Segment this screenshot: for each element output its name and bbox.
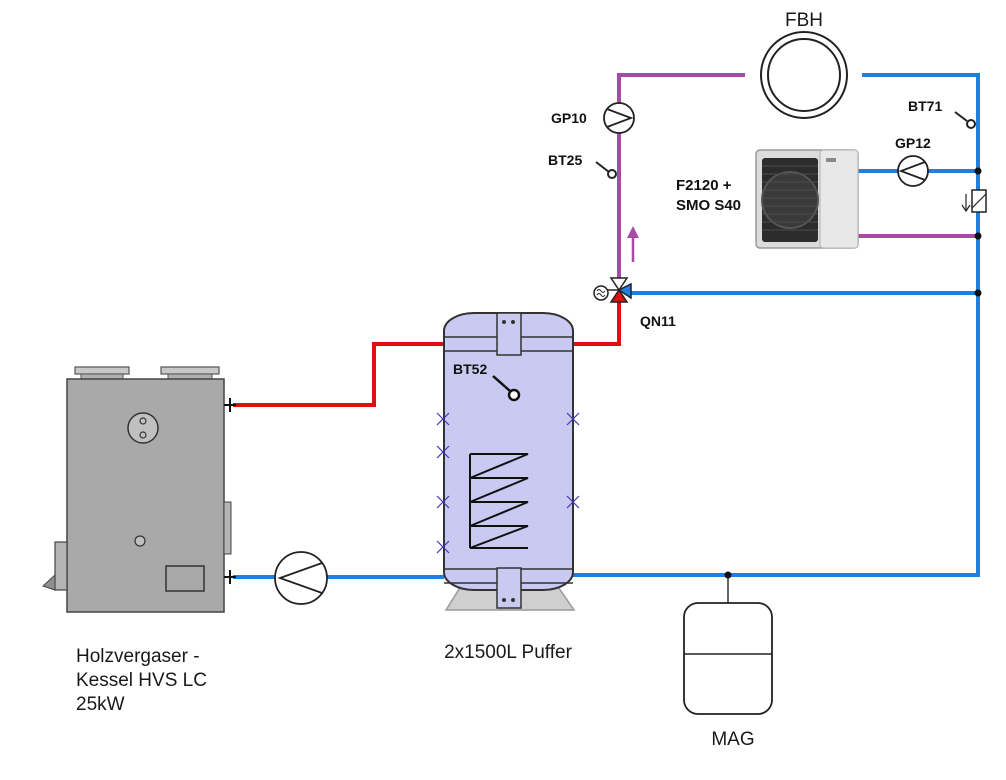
buffer-label: 2x1500L Puffer [444, 642, 572, 663]
gp12-label: GP12 [895, 135, 931, 151]
boiler-flow-pipe [233, 342, 444, 407]
boiler-label-line3: 25kW [76, 694, 125, 715]
buffer-tank-icon [436, 312, 580, 611]
bt71-sensor-icon [954, 111, 976, 129]
qn11-label: QN11 [640, 313, 676, 329]
boiler-label-line1: Holzvergaser - [76, 646, 200, 667]
fbh-label: FBH [785, 10, 823, 31]
bt71-label: BT71 [908, 98, 942, 114]
bt52-label: BT52 [453, 361, 487, 377]
junction-dot [974, 232, 982, 240]
buffer-to-valve-pipe [573, 302, 621, 346]
bt25-label: BT25 [548, 152, 582, 168]
fbh-heating-circuit-icon [760, 31, 848, 119]
boiler-label-line2: Kessel HVS LC [76, 670, 207, 691]
fbh-supply-pipe [617, 73, 745, 278]
three-way-valve-icon [593, 277, 632, 303]
boiler-pump-icon [274, 551, 328, 605]
heat-pump-unit-icon [755, 149, 859, 249]
junction-dot [974, 167, 982, 175]
fbh-return-pipe [573, 73, 980, 577]
gp10-label: GP10 [551, 110, 587, 126]
mag-label: MAG [711, 729, 754, 750]
gp12-pump-icon [897, 155, 929, 187]
bt25-sensor-icon [595, 161, 617, 179]
heat-pump-label-line1: F2120 + [676, 177, 732, 194]
wood-gasification-boiler-icon [42, 366, 236, 613]
check-valve-icon [961, 189, 987, 213]
bt52-sensor-icon [492, 375, 521, 402]
expansion-vessel-icon [683, 602, 773, 715]
junction-dot [724, 571, 732, 579]
junction-dot [974, 289, 982, 297]
gp10-pump-icon [603, 102, 635, 134]
heat-pump-label-line2: SMO S40 [676, 197, 741, 214]
flow-arrow-icon [627, 226, 639, 262]
